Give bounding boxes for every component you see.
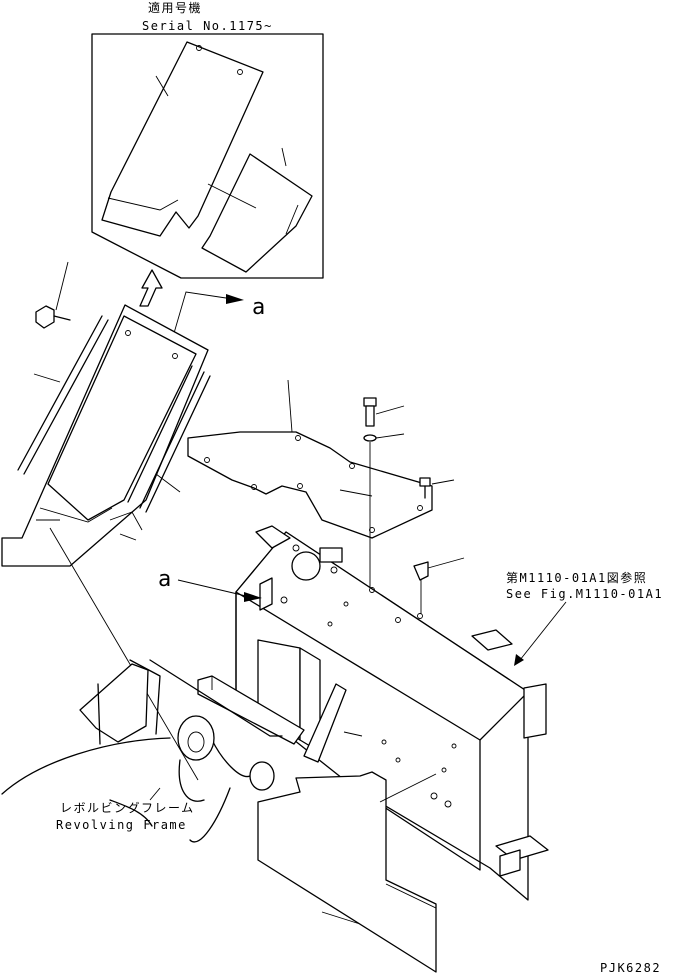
leader-line bbox=[49, 527, 199, 781]
frame-en-label: Revolving Frame bbox=[56, 818, 187, 832]
washer-icon bbox=[363, 434, 377, 442]
callout-reference: 第M1110-01A1図参照 See Fig.M1110-01A1 bbox=[506, 570, 663, 601]
inset-detail-box bbox=[91, 33, 324, 279]
drawing-code: PJK6282 bbox=[600, 961, 661, 975]
bolt-icon bbox=[419, 477, 431, 499]
frame-ja-label: レボルビングフレーム bbox=[60, 801, 195, 815]
marker-a-upper-leader bbox=[171, 291, 244, 341]
applicable-ja-label: 適用号機 bbox=[148, 0, 202, 15]
ref-arrow bbox=[514, 601, 567, 666]
callout-applicable: 適用号機 Serial No.1175~ bbox=[142, 0, 273, 33]
marker-a-lower-leader bbox=[177, 579, 262, 602]
bolt-icon bbox=[35, 305, 71, 329]
ref-en-label: See Fig.M1110-01A1 bbox=[506, 587, 663, 601]
front-plate bbox=[257, 771, 437, 973]
counterweight-frame bbox=[235, 525, 549, 901]
applicable-serial-label: Serial No.1175~ bbox=[142, 19, 273, 33]
bolt-icon bbox=[363, 397, 377, 427]
strut-member bbox=[303, 683, 363, 763]
cap-icon bbox=[413, 557, 465, 614]
inset-arrow bbox=[139, 269, 163, 307]
upper-cover-plate bbox=[187, 379, 455, 590]
bar-member bbox=[197, 675, 305, 745]
marker-a-lower: a bbox=[158, 567, 171, 592]
marker-a-upper: a bbox=[252, 295, 265, 320]
callout-revolving-frame: レボルビングフレーム Revolving Frame bbox=[56, 801, 195, 832]
revolving-frame bbox=[1, 659, 283, 843]
ref-ja-label: 第M1110-01A1図参照 bbox=[506, 570, 647, 585]
left-cover-assembly bbox=[1, 261, 211, 567]
